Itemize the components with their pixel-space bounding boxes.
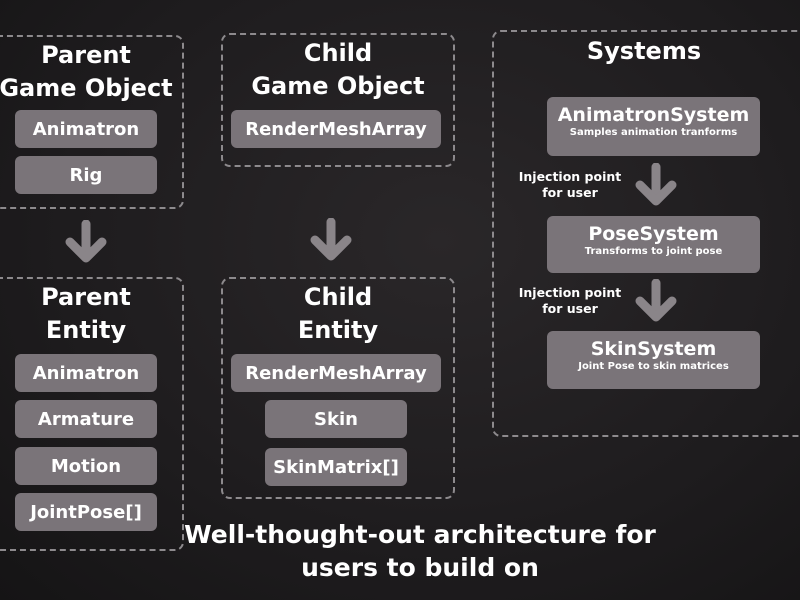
- child-game-object-title-line2: Game Object: [251, 72, 425, 100]
- parent-entity-title-line2: Entity: [45, 316, 127, 344]
- pose-system-name: PoseSystem: [588, 223, 719, 245]
- parent-entity-title-line1: Parent: [41, 283, 131, 311]
- down-arrow-icon: [310, 218, 352, 261]
- injection-point-line1: Injection point: [518, 285, 622, 300]
- injection-point-label: Injection point for user: [515, 169, 625, 201]
- architecture-caption: Well-thought-out architecture for users …: [150, 518, 690, 584]
- systems-title: Systems: [586, 37, 702, 65]
- injection-point-line2: for user: [542, 185, 598, 200]
- caption-line2: users to build on: [301, 553, 539, 582]
- pose-system-description: Transforms to joint pose: [584, 246, 723, 257]
- injection-point-label: Injection point for user: [515, 285, 625, 317]
- down-arrow-icon: [635, 279, 677, 322]
- component-animatron: Animatron: [15, 110, 157, 148]
- skin-system: SkinSystem Joint Pose to skin matrices: [547, 331, 760, 389]
- injection-point-line2: for user: [542, 301, 598, 316]
- systems-box: Systems: [492, 30, 800, 437]
- component-skin-matrix: SkinMatrix[]: [265, 448, 407, 486]
- child-entity-title-line1: Child: [303, 283, 373, 311]
- child-entity-title-line2: Entity: [297, 316, 379, 344]
- child-game-object-box: Child Game Object: [221, 33, 455, 167]
- animatron-system-description: Samples animation tranforms: [569, 127, 738, 138]
- down-arrow-icon: [635, 163, 677, 206]
- component-animatron: Animatron: [15, 354, 157, 392]
- skin-system-description: Joint Pose to skin matrices: [578, 361, 729, 372]
- child-game-object-title-line1: Child: [303, 39, 373, 67]
- component-render-mesh-array: RenderMeshArray: [231, 354, 441, 392]
- component-render-mesh-array: RenderMeshArray: [231, 110, 441, 148]
- parent-game-object-title: Parent Game Object: [0, 39, 182, 105]
- parent-game-object-title-line2: Game Object: [0, 74, 173, 102]
- parent-game-object-title-line1: Parent: [41, 41, 131, 69]
- pose-system: PoseSystem Transforms to joint pose: [547, 216, 760, 273]
- parent-entity-title: Parent Entity: [0, 281, 182, 347]
- component-armature: Armature: [15, 400, 157, 438]
- skin-system-name: SkinSystem: [590, 338, 717, 360]
- component-motion: Motion: [15, 447, 157, 485]
- component-joint-pose: JointPose[]: [15, 493, 157, 531]
- injection-point-line1: Injection point: [518, 169, 622, 184]
- child-game-object-title: Child Game Object: [223, 37, 453, 103]
- child-entity-box: Child Entity: [221, 277, 455, 499]
- parent-entity-box: Parent Entity: [0, 277, 184, 551]
- child-entity-title: Child Entity: [223, 281, 453, 347]
- component-skin: Skin: [265, 400, 407, 438]
- parent-game-object-box: Parent Game Object: [0, 35, 184, 209]
- down-arrow-icon: [65, 220, 107, 263]
- animatron-system-name: AnimatronSystem: [557, 104, 750, 126]
- caption-line1: Well-thought-out architecture for: [184, 520, 656, 549]
- animatron-system: AnimatronSystem Samples animation tranfo…: [547, 97, 760, 156]
- component-rig: Rig: [15, 156, 157, 194]
